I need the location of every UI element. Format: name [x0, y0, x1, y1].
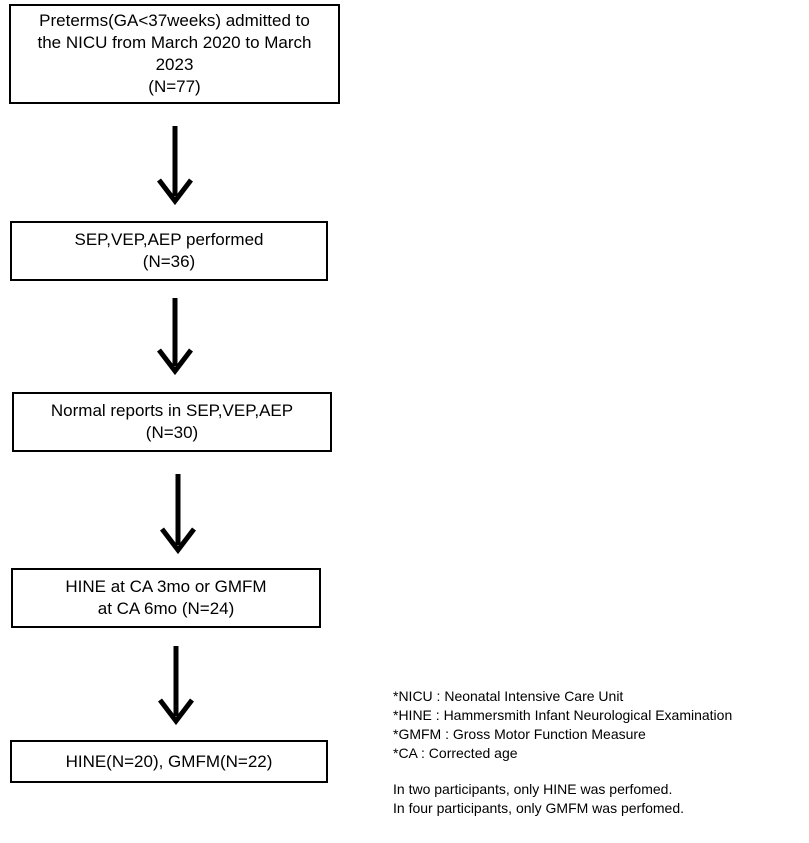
box-line: Preterms(GA<37weeks) admitted to	[39, 11, 310, 30]
arrow-down-3	[160, 474, 196, 555]
box-line: the NICU from March 2020 to March	[37, 33, 312, 52]
box-line: at CA 6mo (N=24)	[97, 599, 235, 618]
box-line: (N=77)	[148, 77, 201, 96]
arrow-down-2	[157, 298, 193, 376]
box-line: HINE(N=20), GMFM(N=22)	[65, 751, 273, 771]
abbreviation-nicu: *NICU : Neonatal Intensive Care Unit	[393, 688, 624, 704]
box-line: 2023	[155, 55, 194, 74]
box-line: HINE at CA 3mo or GMFM	[65, 577, 267, 596]
flow-box-preterms-admitted: Preterms(GA<37weeks) admitted to the NIC…	[9, 4, 340, 104]
abbreviation-ca: *CA : Corrected age	[393, 745, 518, 761]
participant-footnotes: In two participants, only HINE was perfo…	[393, 780, 684, 818]
footnote-gmfm-only: In four participants, only GMFM was perf…	[393, 800, 684, 816]
box-line: (N=36)	[142, 252, 196, 271]
abbreviation-gmfm: *GMFM : Gross Motor Function Measure	[393, 726, 646, 742]
footnote-hine-only: In two participants, only HINE was perfo…	[393, 781, 673, 797]
arrow-down-4	[158, 646, 194, 726]
flow-box-ep-performed: SEP,VEP,AEP performed (N=36)	[10, 221, 328, 281]
flow-box-final-counts: HINE(N=20), GMFM(N=22)	[10, 740, 328, 783]
arrow-down-1	[157, 126, 193, 206]
box-line: SEP,VEP,AEP performed	[74, 230, 264, 249]
flow-box-hine-gmfm-assessed: HINE at CA 3mo or GMFM at CA 6mo (N=24)	[11, 568, 321, 628]
flow-box-normal-reports: Normal reports in SEP,VEP,AEP (N=30)	[12, 392, 332, 452]
abbreviation-legend: *NICU : Neonatal Intensive Care Unit *HI…	[393, 687, 732, 763]
box-line: Normal reports in SEP,VEP,AEP	[50, 401, 294, 420]
box-line: (N=30)	[145, 423, 199, 442]
abbreviation-hine: *HINE : Hammersmith Infant Neurological …	[393, 707, 733, 723]
